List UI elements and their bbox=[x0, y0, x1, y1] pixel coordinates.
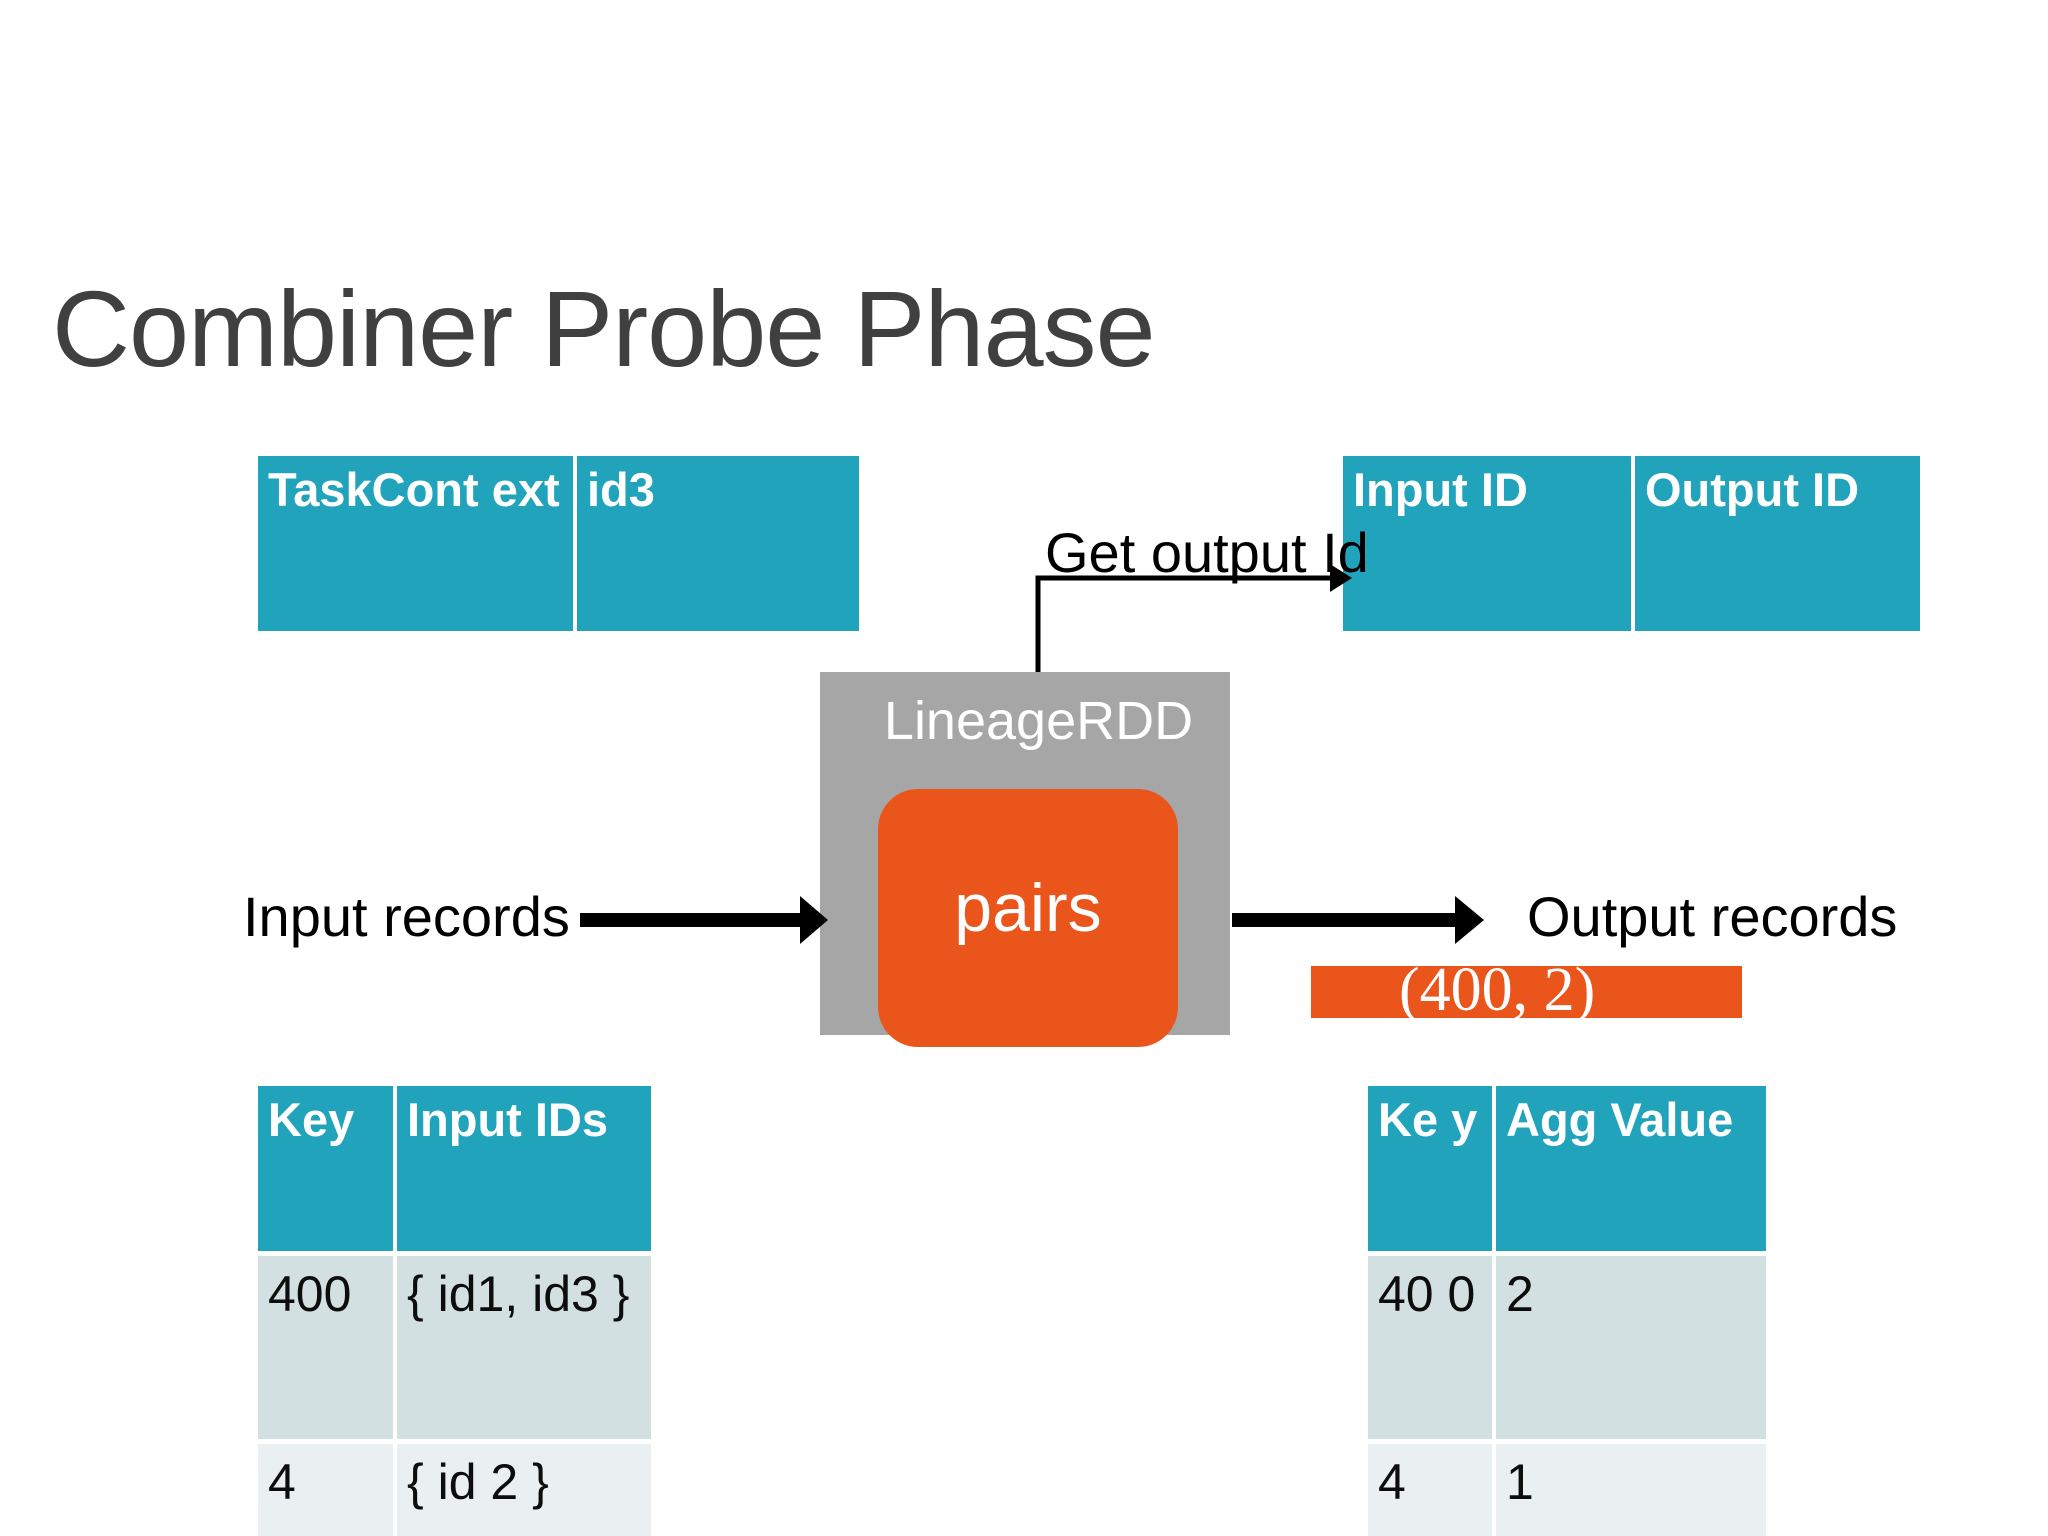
column-divider bbox=[1492, 1444, 1496, 1536]
get-output-id-label: Get output Id bbox=[1045, 521, 1369, 584]
table-row: 40 0 2 bbox=[1368, 1256, 1766, 1439]
cell-agg-value: 2 bbox=[1496, 1256, 1766, 1439]
column-divider bbox=[393, 1086, 397, 1251]
column-divider bbox=[393, 1444, 397, 1536]
column-divider bbox=[1492, 1256, 1496, 1439]
column-header-agg-value: Agg Value bbox=[1496, 1086, 1766, 1251]
task-context-value-cell: id3 bbox=[577, 456, 859, 631]
column-divider bbox=[393, 1256, 397, 1439]
table-row: TaskCont ext id3 bbox=[258, 456, 859, 631]
arrow-right-icon-output bbox=[1232, 896, 1484, 944]
table-row: 400 { id1, id3 } bbox=[258, 1256, 651, 1439]
column-header-input-ids: Input IDs bbox=[397, 1086, 651, 1251]
row-divider bbox=[1368, 1439, 1766, 1444]
column-header-key: Ke y bbox=[1368, 1086, 1492, 1251]
io-id-table: Input ID Output ID bbox=[1343, 456, 1920, 631]
task-context-label-cell: TaskCont ext bbox=[258, 456, 573, 631]
pairs-rdd-box bbox=[878, 789, 1178, 1047]
lineage-rdd-label: LineageRDD bbox=[883, 691, 1194, 751]
column-divider bbox=[1492, 1086, 1496, 1251]
table-row: 4 1 bbox=[1368, 1444, 1766, 1536]
cell-key: 400 bbox=[258, 1256, 393, 1439]
input-id-header-cell: Input ID bbox=[1343, 456, 1631, 631]
output-id-header-cell: Output ID bbox=[1635, 456, 1920, 631]
cell-input-ids: { id1, id3 } bbox=[397, 1256, 651, 1439]
column-header-key: Key bbox=[258, 1086, 393, 1251]
task-context-table: TaskCont ext id3 bbox=[258, 456, 859, 631]
arrow-right-icon-input bbox=[580, 896, 828, 944]
output-records-label: Output records bbox=[1527, 885, 1898, 948]
column-divider bbox=[573, 456, 577, 631]
cell-key: 40 0 bbox=[1368, 1256, 1492, 1439]
input-records-label: Input records bbox=[243, 885, 570, 948]
row-divider bbox=[258, 1251, 651, 1256]
table-row: 4 { id 2 } bbox=[258, 1444, 651, 1536]
output-record-value: (400, 2) bbox=[1399, 956, 1596, 1024]
column-divider bbox=[1631, 456, 1635, 631]
cell-key: 4 bbox=[1368, 1444, 1492, 1536]
row-divider bbox=[258, 1439, 651, 1444]
key-input-ids-table: Key Input IDs 400 { id1, id3 } 4 { id 2 … bbox=[258, 1086, 651, 1536]
cell-input-ids: { id 2 } bbox=[397, 1444, 651, 1536]
table-header-row: Ke y Agg Value bbox=[1368, 1086, 1766, 1251]
cell-agg-value: 1 bbox=[1496, 1444, 1766, 1536]
key-agg-value-table: Ke y Agg Value 40 0 2 4 1 bbox=[1368, 1086, 1766, 1536]
row-divider bbox=[1368, 1251, 1766, 1256]
output-record-chip bbox=[1311, 966, 1742, 1018]
pairs-rdd-label: pairs bbox=[954, 870, 1102, 946]
table-row: Input ID Output ID bbox=[1343, 456, 1920, 631]
table-header-row: Key Input IDs bbox=[258, 1086, 651, 1251]
cell-key: 4 bbox=[258, 1444, 393, 1536]
page-title: Combiner Probe Phase bbox=[52, 268, 1156, 389]
